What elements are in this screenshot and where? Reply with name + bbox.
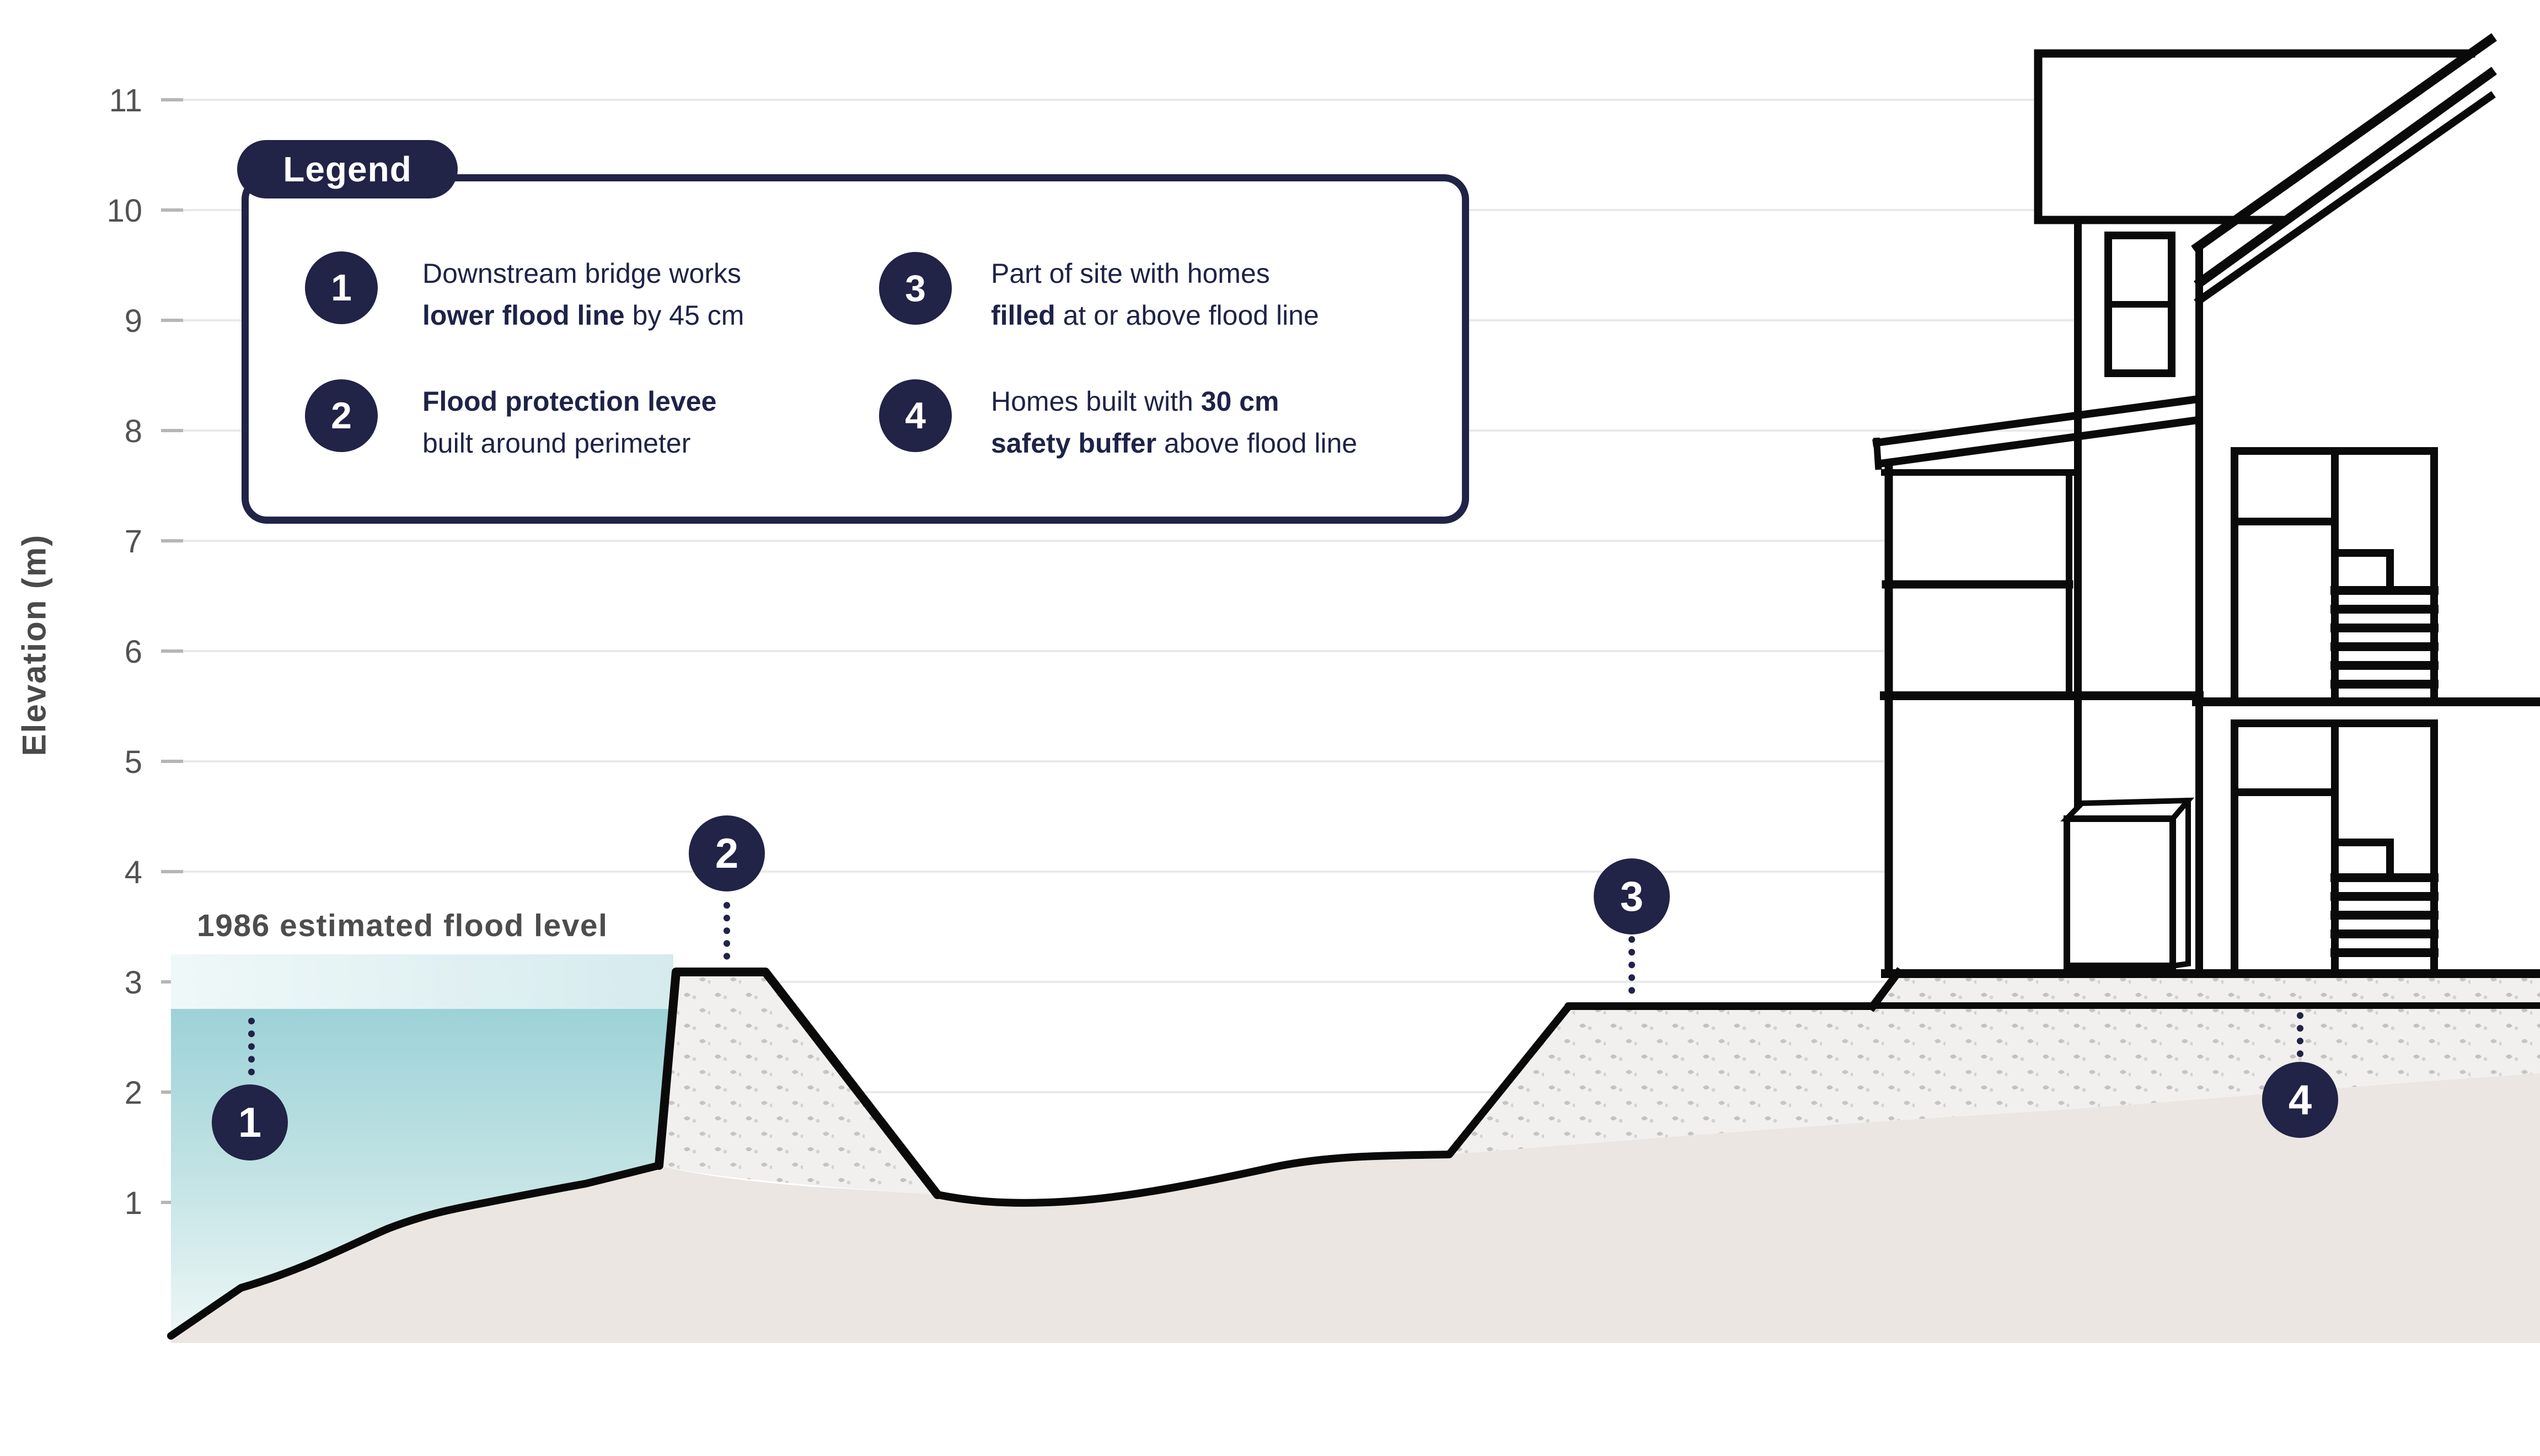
upper-stair-treads bbox=[2330, 586, 2439, 689]
upper-roof-bottom-edge bbox=[2194, 67, 2497, 289]
ground-terrain bbox=[171, 1073, 2540, 1343]
porch-box-side-edge bbox=[2169, 798, 2191, 969]
filled-site-surface-line bbox=[1564, 969, 1902, 1010]
legend-item-1-text: Downstream bridge works lower flood line… bbox=[422, 258, 744, 331]
legend-item-3-number: 3 bbox=[879, 252, 952, 325]
y-axis-title: Elevation (m) bbox=[15, 534, 53, 756]
platform-ramp bbox=[1867, 967, 1904, 1012]
lower-window-stair-unit bbox=[2231, 719, 2439, 976]
ditch-ground-line bbox=[934, 1003, 1572, 1207]
legend-panel bbox=[242, 174, 1469, 524]
clerestory-box-outline bbox=[2034, 49, 2475, 224]
tick-label-6: 6 bbox=[124, 634, 142, 670]
legend-item-2-number: 2 bbox=[305, 379, 378, 452]
tick-label-7: 7 bbox=[124, 524, 142, 560]
tick-label-2: 2 bbox=[124, 1075, 142, 1111]
left-wing-roof-tip-cap bbox=[1873, 437, 1882, 470]
tick-label-10: 10 bbox=[106, 193, 142, 229]
lower-stair-treads bbox=[2330, 873, 2439, 957]
lowered-flood-water bbox=[171, 1009, 672, 1336]
tick-label-9: 9 bbox=[124, 303, 142, 339]
tick-label-8: 8 bbox=[124, 413, 142, 449]
left-wing-roof-bottom bbox=[1875, 416, 2202, 468]
legend-item-3-text: Part of site with homes filled at or abo… bbox=[991, 258, 1319, 331]
upper-roof-fascia-edge bbox=[2194, 91, 2496, 306]
callout-marker-4: 4 bbox=[2262, 1062, 2338, 1138]
house-body-fill bbox=[1884, 0, 2540, 974]
tick-label-1: 1 bbox=[124, 1185, 142, 1221]
upper-roof-top-edge bbox=[2191, 33, 2497, 254]
legend-item-2-text: Flood protection levee built around peri… bbox=[422, 386, 717, 459]
left-wing-roof-top bbox=[1872, 395, 2202, 447]
site-fill-hatched bbox=[1449, 974, 2540, 1154]
callout-marker-2: 2 bbox=[689, 815, 765, 891]
tick-label-11: 11 bbox=[109, 83, 142, 119]
upper-window-stair-unit bbox=[2231, 447, 2439, 706]
legend-item-4-text: Homes built with 30 cm safety buffer abo… bbox=[991, 386, 1358, 459]
tick-label-4: 4 bbox=[124, 855, 142, 890]
riverbank-ground-line bbox=[167, 1162, 663, 1340]
legend-title: Legend bbox=[237, 140, 458, 198]
callout-marker-1: 1 bbox=[212, 1084, 288, 1160]
tick-label-3: 3 bbox=[124, 965, 142, 1001]
tick-label-5: 5 bbox=[124, 744, 142, 780]
callout-marker-3: 3 bbox=[1594, 858, 1670, 934]
legend-item-4-number: 4 bbox=[879, 379, 952, 452]
flood-level-1986-label: 1986 estimated flood level bbox=[197, 908, 608, 943]
flood-level-1986-band bbox=[171, 954, 673, 1009]
levee-fill-hatched bbox=[659, 972, 937, 1195]
legend-item-1-number: 1 bbox=[305, 251, 378, 324]
levee-outline bbox=[655, 968, 942, 1199]
